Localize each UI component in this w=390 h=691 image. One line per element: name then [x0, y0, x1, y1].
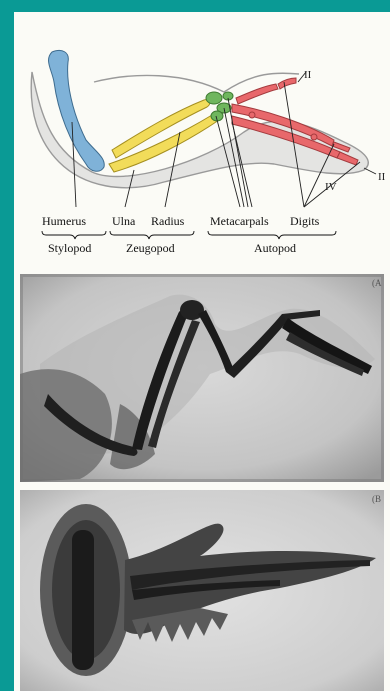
region-brackets — [42, 231, 336, 239]
label-autopod: Autopod — [254, 241, 296, 255]
label-stylopod: Stylopod — [48, 241, 91, 255]
label-zeugopod: Zeugopod — [126, 241, 175, 255]
xray-photo-b: (B — [20, 490, 384, 691]
digit-label-top: II — [304, 69, 312, 81]
digit-label-middle: IV — [325, 181, 337, 193]
digit-label-tip: II — [378, 171, 386, 183]
textbook-page: II IV II Humerus Ulna Radius Metacarpals… — [14, 12, 390, 691]
label-ulna: Ulna — [112, 214, 136, 228]
panel-a-letter: (A — [372, 278, 382, 288]
label-radius: Radius — [151, 214, 185, 228]
wing-skeleton-diagram: II IV II Humerus Ulna Radius Metacarpals… — [14, 12, 390, 258]
label-digits: Digits — [290, 214, 320, 228]
panel-b-letter: (B — [372, 494, 381, 504]
label-humerus: Humerus — [42, 214, 86, 228]
xray-photo-a: (A — [20, 274, 384, 482]
label-metacarpals: Metacarpals — [210, 214, 269, 228]
